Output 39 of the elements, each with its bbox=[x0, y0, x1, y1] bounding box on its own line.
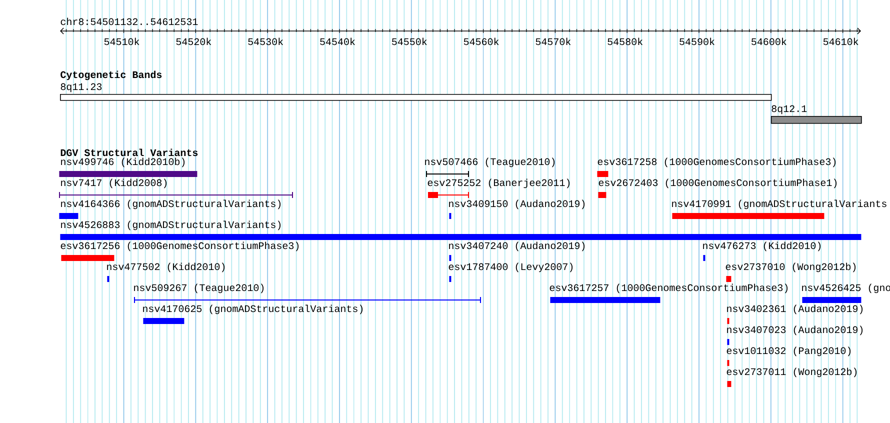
variant-label: nsv4170625 (gnomADStructuralVariants) bbox=[143, 304, 363, 314]
tick-label: 54560k bbox=[464, 38, 499, 46]
band-label: 8q12.1 bbox=[772, 105, 807, 114]
region-label: chr8:54501132..54612531 bbox=[60, 18, 198, 26]
tick-label: 54600k bbox=[752, 38, 786, 46]
variant-label: nsv3409150 (Audano2019) bbox=[449, 200, 585, 210]
tick-label: 54520k bbox=[176, 38, 212, 46]
variant-label: esv275252 (Banerjee2011) bbox=[428, 178, 570, 188]
tick-label: 54610k bbox=[823, 38, 858, 46]
variant-label: nsv3402361 (Audano2019) bbox=[727, 304, 863, 314]
tick-label: 54570k bbox=[536, 38, 571, 46]
tick-label: 54540k bbox=[320, 38, 355, 46]
track-title: DGV Structural Variants bbox=[60, 148, 198, 156]
tick-label: 54580k bbox=[608, 38, 643, 46]
variant-label: nsv3407023 (Audano2019) bbox=[727, 326, 863, 336]
variant-label: nsv4164366 (gnomADStructuralVariants) bbox=[61, 200, 281, 210]
variant-label: nsv477502 (Kidd2010) bbox=[107, 262, 225, 272]
track-title: Cytogenetic Bands bbox=[60, 70, 162, 80]
variant-label: esv1011032 (Pang2010) bbox=[726, 346, 851, 356]
variant-label: nsv4526883 (gnomADStructuralVariants) bbox=[61, 220, 281, 230]
variant-label: esv3617258 (1000GenomesConsortiumPhase3) bbox=[598, 158, 836, 168]
tick-label: 54550k bbox=[392, 38, 427, 46]
variant-label: esv2737011 (Wong2012b) bbox=[726, 368, 857, 378]
band-label: 8q11.23 bbox=[60, 83, 102, 92]
variant-label: nsv7417 (Kidd2008) bbox=[61, 178, 167, 188]
tick-label: 54590k bbox=[680, 38, 714, 46]
variant-label: esv2737010 (Wong2012b) bbox=[726, 262, 856, 272]
variant-label: esv3617257 (1000GenomesConsortiumPhase3) bbox=[550, 284, 788, 294]
variant-label: esv2672403 (1000GenomesConsortiumPhase1) bbox=[598, 178, 837, 188]
variant-label: nsv3407240 (Audano2019) bbox=[449, 242, 585, 252]
variant-label: nsv499746 (Kidd2010b) bbox=[61, 158, 185, 168]
tick-label: 54530k bbox=[248, 38, 284, 46]
variant-label: esv1787400 (Levy2007) bbox=[448, 262, 573, 272]
tick-label: 54510k bbox=[104, 38, 140, 46]
variant-label: nsv476273 (Kidd2010) bbox=[703, 242, 821, 252]
variant-label: esv3617256 (1000GenomesConsortiumPhase3) bbox=[60, 242, 299, 252]
variant-label: nsv4170991 (gnomADStructuralVariants bbox=[672, 200, 886, 210]
variant-label: nsv509267 (Teague2010) bbox=[134, 284, 264, 294]
variant-label: nsv507466 (Teague2010) bbox=[425, 158, 555, 168]
